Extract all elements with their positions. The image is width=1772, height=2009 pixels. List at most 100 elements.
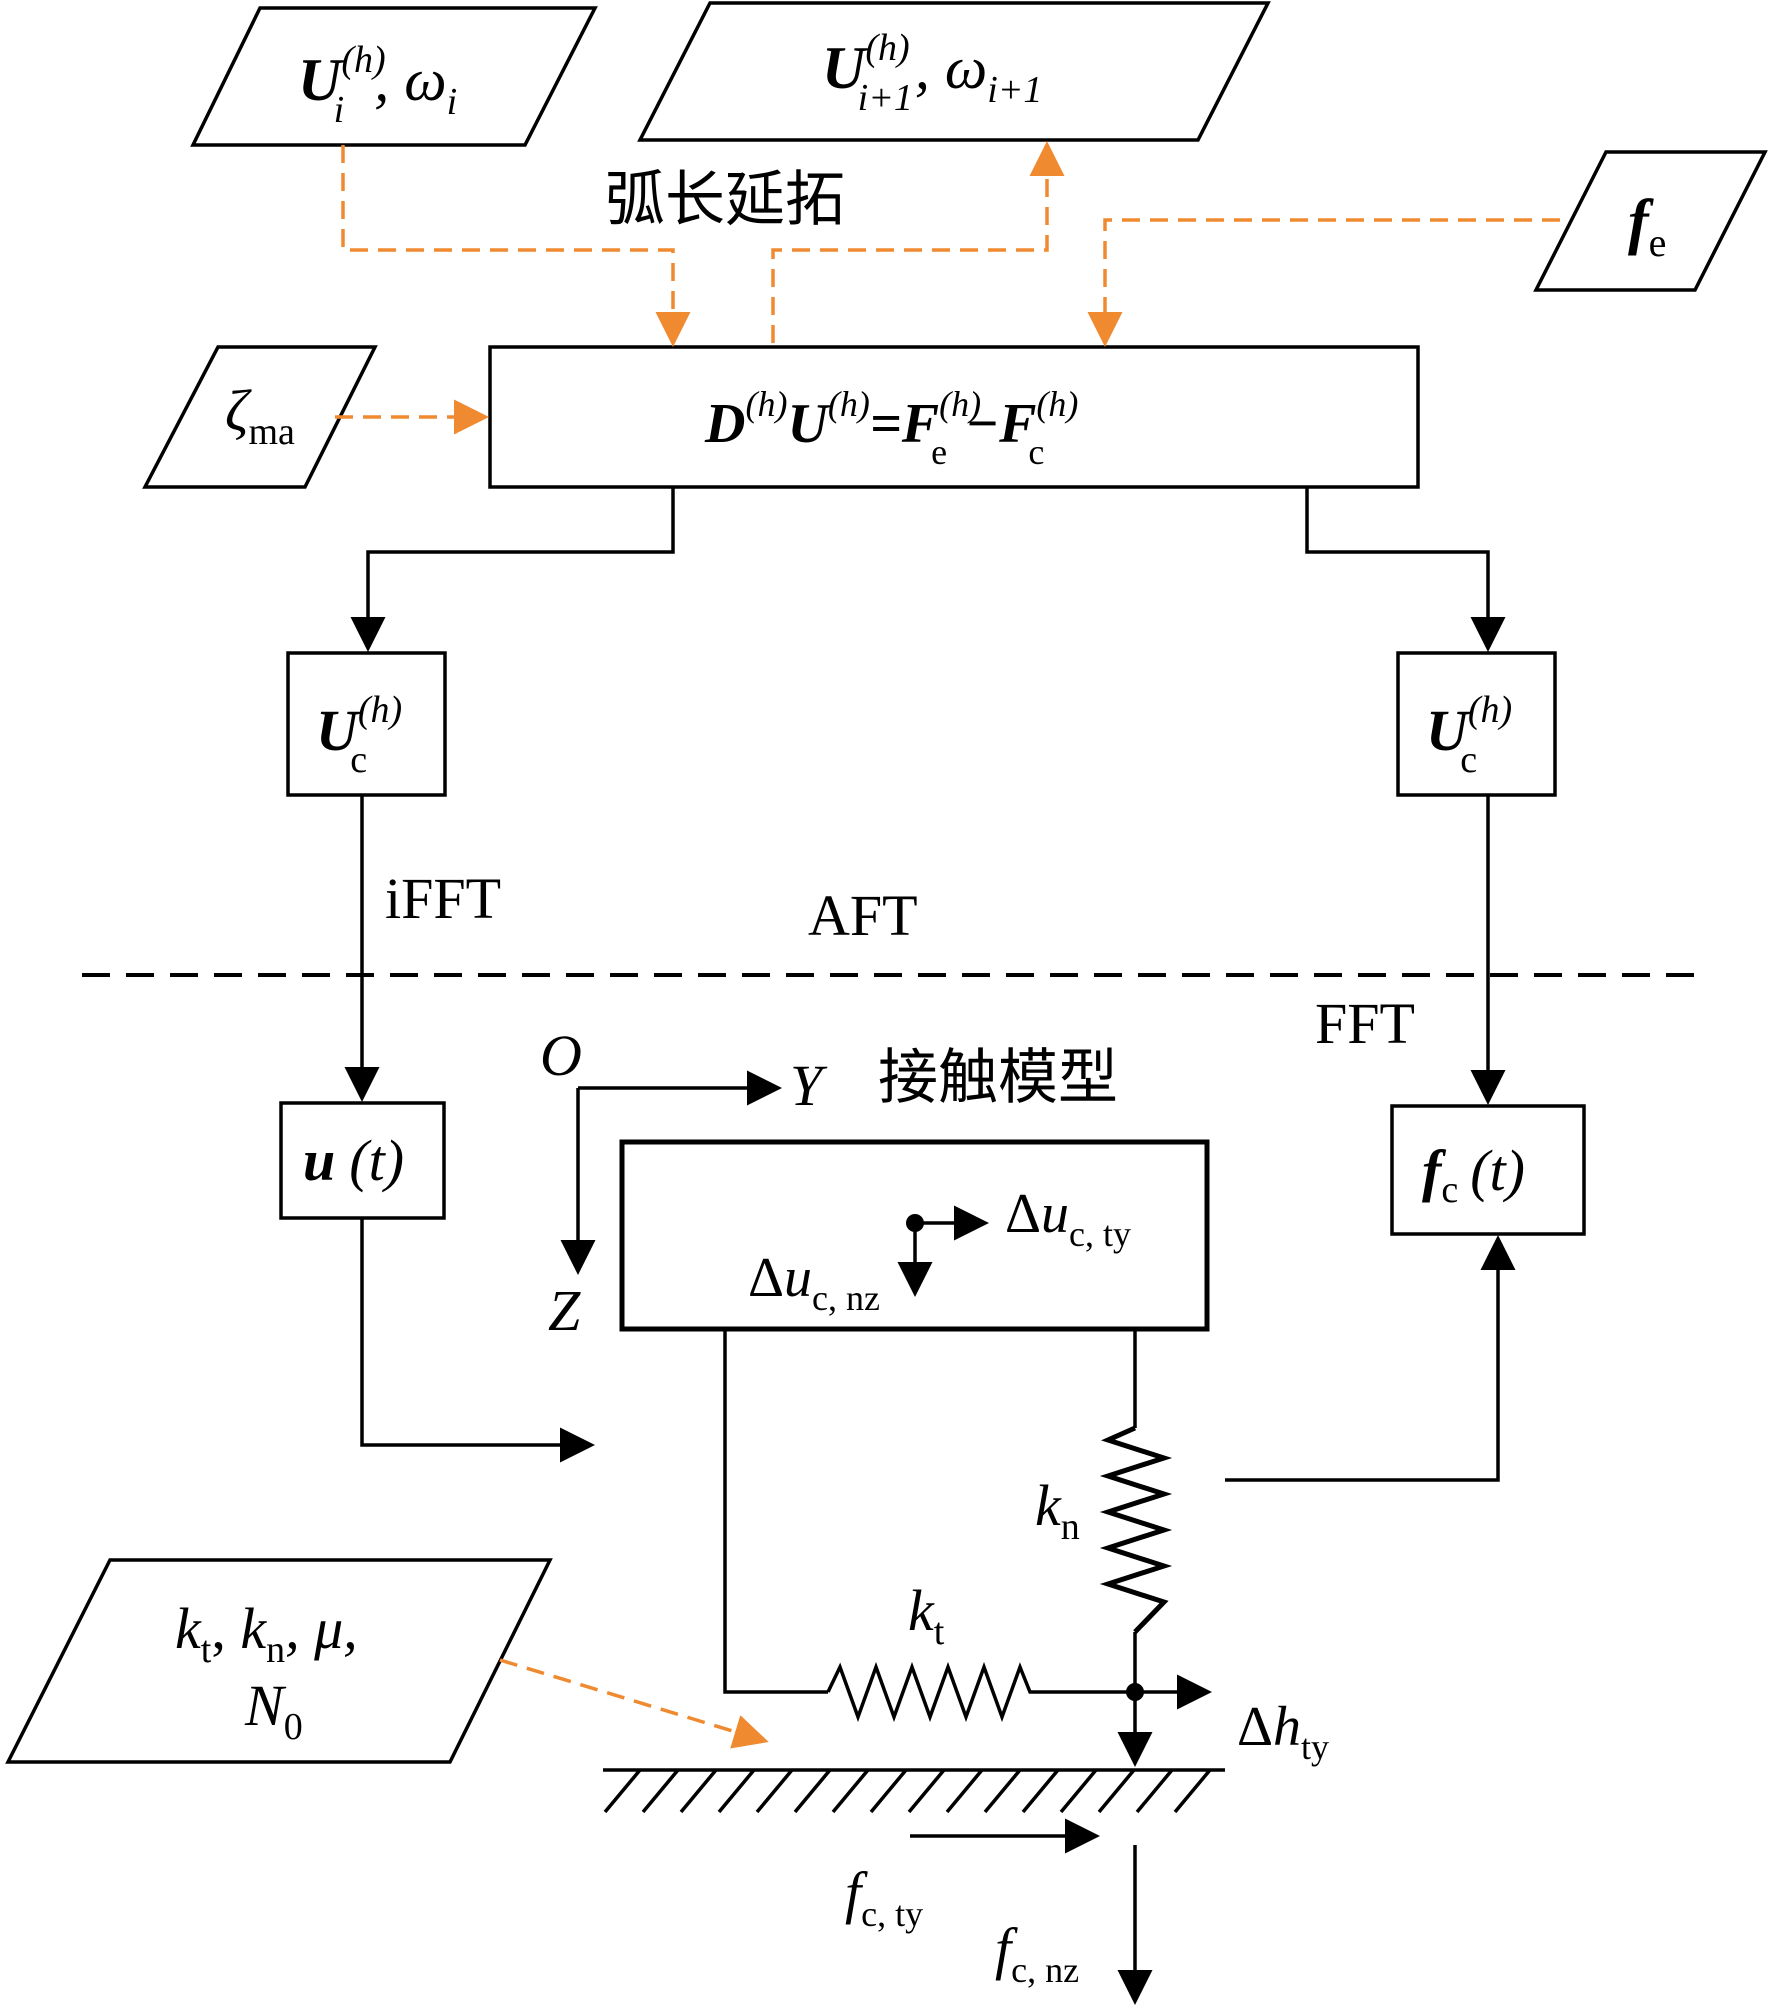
fft-label: FFT: [1315, 991, 1415, 1056]
zeta-symbol: ζ: [225, 378, 252, 443]
contact-body: [619, 1139, 1210, 1332]
ground-hatch-line: [831, 1768, 870, 1814]
uc-right-box: [1396, 651, 1557, 797]
svg-text:U(h)c: U(h)c: [1426, 689, 1512, 781]
svg-text:U(h)c: U(h) c: [316, 689, 402, 781]
uc-left-sub: c: [350, 739, 367, 781]
arc-length-label: 弧长延拓: [605, 165, 845, 235]
ground-hatch-line: [755, 1768, 794, 1814]
aft-links: [344, 795, 1506, 1105]
params-mu: , μ,: [285, 1596, 358, 1661]
parallelogram-u-i: [190, 6, 598, 147]
params-n0-sub: 0: [284, 1706, 303, 1748]
uc-left-box: [286, 651, 447, 797]
zeta-sub: ma: [248, 411, 295, 453]
ground-hatch-line: [793, 1768, 832, 1814]
u-t-box: [279, 1101, 446, 1220]
u-i1-sub: i+1: [858, 77, 913, 119]
ground-hatch-line: [1059, 1768, 1098, 1814]
params-kn: k: [240, 1596, 267, 1661]
u-t-arg: (t): [349, 1128, 404, 1193]
kn-spring: [1099, 1425, 1173, 1634]
uc-right-symbol: U: [1426, 698, 1471, 763]
svg-text:fc(t): fc(t): [1422, 1138, 1525, 1211]
svg-text:ζma: ζma: [225, 378, 295, 453]
params-kn-sub: n: [266, 1629, 285, 1671]
left-frame-line: [723, 1329, 828, 1694]
params-sep: ,: [211, 1596, 240, 1661]
uc-left-symbol: U: [316, 698, 361, 763]
spring-network: [723, 1329, 1173, 1723]
fc-t-arg: (t): [1470, 1138, 1525, 1203]
svg-text:kt: kt: [908, 1578, 945, 1653]
node-uc-left: U(h) c: [286, 651, 447, 797]
eq-f1-sub: e: [931, 432, 947, 472]
parallelogram-u-i1: [637, 1, 1271, 142]
ground-hatch-line: [641, 1768, 680, 1814]
axis-z-label: Z: [548, 1278, 581, 1343]
equation-box: [488, 345, 1420, 489]
axis-y-label: Y: [790, 1053, 828, 1118]
ground-hatch-line: [869, 1768, 908, 1814]
parallelogram-zeta: [142, 345, 378, 489]
ground-hatch-line: [945, 1768, 984, 1814]
u-i1-symbol: U: [822, 35, 868, 101]
equation-to-uc-links: [350, 487, 1506, 652]
ground-hatch-line: [907, 1768, 946, 1814]
ground-hatch-line: [983, 1768, 1022, 1814]
ground-hatch-line: [1097, 1768, 1136, 1814]
node-equation: D(h)U(h)=F(h)e−F(h)c: [488, 345, 1420, 489]
arc-length-links: [335, 141, 1560, 1749]
parallelogram-f-e: [1533, 150, 1768, 292]
eq-d-sup: (h): [745, 384, 787, 424]
params-kt-sub: t: [201, 1629, 212, 1671]
u-i-rest: , ω: [374, 47, 446, 113]
u-i-omega-sub: i: [447, 81, 458, 123]
link-params-to-ground: [499, 1658, 769, 1749]
link-ui-to-equation: [341, 145, 691, 347]
u-i1-sup: (h): [865, 27, 909, 69]
body-displacement-arrows: [897, 1205, 989, 1297]
u-i1-omega-sub: i+1: [987, 69, 1042, 111]
link-equation-to-uc-left: [350, 487, 675, 652]
link-fe-to-equation: [1087, 218, 1560, 347]
kt-symbol: k: [908, 1578, 935, 1643]
f-e-sub: e: [1649, 220, 1667, 265]
eq-u: U: [787, 393, 830, 455]
parallelogram-params: [5, 1558, 553, 1764]
ground-hatch-line: [1135, 1768, 1174, 1814]
du-nz-delta: Δ: [748, 1247, 784, 1309]
fc-nz-sub: c, nz: [1011, 1950, 1079, 1990]
svg-text:Δuc, nz: Δuc, nz: [748, 1247, 880, 1318]
du-ty-delta: Δ: [1005, 1183, 1041, 1245]
u-i-sup: (h): [341, 39, 385, 81]
ground-hatch-line: [603, 1768, 642, 1814]
uc-left-sup: (h): [358, 689, 402, 731]
u-t-symbol: u: [303, 1128, 335, 1193]
node-fc-t: fc(t): [1390, 1104, 1586, 1236]
svg-text:fc, nz: fc, nz: [995, 1916, 1079, 1990]
node-u-i1: U(h) i+1, ωi+1: [637, 1, 1271, 142]
eq-d: D: [704, 393, 745, 455]
u-i1-rest: , ω: [915, 35, 987, 101]
ground-hatch-line: [1173, 1768, 1212, 1814]
dh-ty-delta: Δ: [1237, 1696, 1273, 1758]
node-uc-right: U(h)c: [1396, 651, 1557, 797]
svg-text:N0: N0: [244, 1673, 303, 1748]
eq-f2-sup: (h): [1036, 384, 1078, 424]
params-n0: N: [244, 1673, 287, 1738]
axis-o-label: O: [540, 1023, 582, 1088]
link-ut-to-contact: [360, 1218, 595, 1463]
svg-text:Δuc, ty: Δuc, ty: [1005, 1183, 1131, 1254]
fc-t-sub: c: [1441, 1169, 1458, 1211]
svg-text:Δhty: Δhty: [1237, 1696, 1329, 1767]
link-equation-to-uc-right: [1305, 487, 1506, 652]
eq-f2: F: [998, 393, 1036, 455]
contact-force-arrows: [910, 1818, 1153, 2005]
aft-label: AFT: [808, 883, 918, 948]
u-i-symbol: U: [298, 47, 344, 113]
node-u-t: u (t): [279, 1101, 446, 1220]
fc-t-box: [1390, 1104, 1586, 1236]
dh-ty-symbol: h: [1273, 1696, 1301, 1758]
